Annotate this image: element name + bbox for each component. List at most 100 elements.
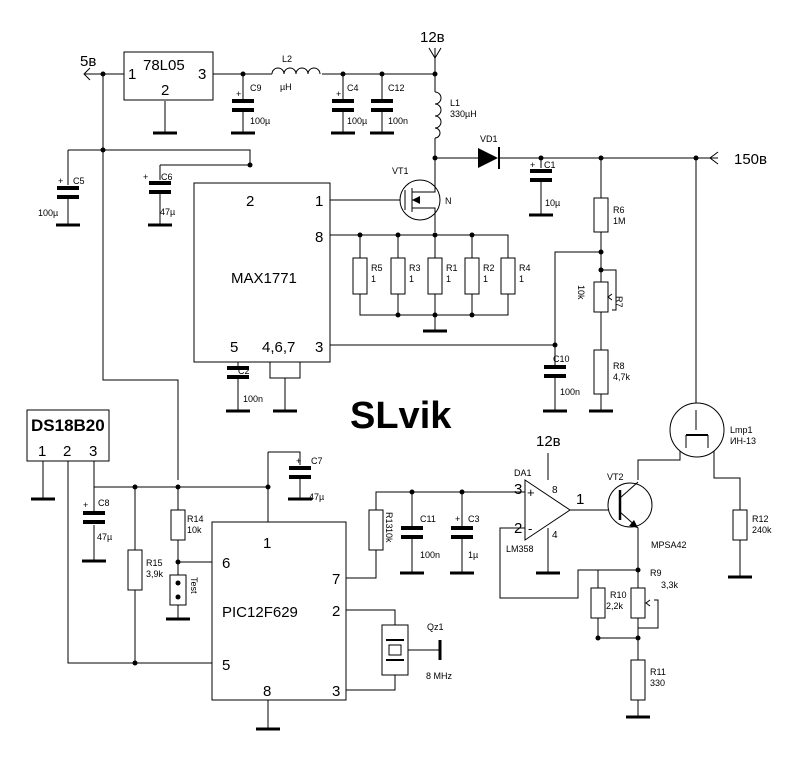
c7-plus: + [296,456,301,466]
regulator-pin-1: 1 [128,66,136,83]
ds18b20-pin-1: 1 [38,443,46,460]
max1771-pin-467: 4,6,7 [262,339,295,356]
mosfet-vt1: VT1 N [392,166,452,222]
pic12f629-pin-8: 8 [263,683,271,700]
resistor-r2: R2 1 [464,257,495,295]
max1771-name: MAX1771 [231,270,297,287]
max1771-pin-5: 5 [230,339,238,356]
vd1-triangle [478,148,498,168]
capacitor-c7: + C7 47µ [289,456,324,502]
opamp-pin-8: 8 [552,485,558,496]
resistor-r15: R15 3,9k [127,549,164,591]
rail-12v-label: 12в [420,29,445,46]
l2-value: µH [280,82,292,92]
resistor-r6: R6 1M [593,197,626,233]
vt2-ref: VT2 [607,472,624,482]
inductor-l2-coil [271,67,321,75]
c5-plus: + [58,176,63,186]
resistor-r12: R12 240k [732,509,772,541]
capacitor-c8: + C8 47µ [83,498,112,542]
title: SLvik [350,395,452,437]
resistor-r5: R5 1 [352,257,383,295]
mcu-pic12f629: PIC12F629 1 6 7 2 5 3 8 [211,521,347,701]
vt1-type: N [445,196,452,206]
r8-ref: R8 [613,361,625,371]
r15-value: 3,9k [146,569,164,579]
pic12f629-body [211,521,347,701]
resistor-r1: R1 1 [427,257,458,295]
capacitor-c11: C11 100n [401,514,440,560]
c3-ref: C3 [468,514,480,524]
r2-value: 1 [483,274,488,284]
test-jumper-body [169,574,187,606]
max1771-pin-3: 3 [315,339,323,356]
ds18b20-body [26,409,110,462]
test-jumper: Test [169,574,199,606]
resistor-r11: R11 330 [630,659,666,701]
pic12f629-pin-3: 3 [332,683,340,700]
ds18b20-name: DS18B20 [31,416,105,435]
transistor-vt2: VT2 MPSA42 [607,472,687,560]
resistor-r4: R4 1 [500,257,531,295]
pic12f629-pin-7: 7 [332,571,340,588]
c8-plus: + [83,500,88,510]
r7-value: 10k [576,285,586,300]
inductor-l2: L2 µH [271,54,321,92]
opamp-pin-3: 3 [514,481,522,498]
c4-plus: + [336,89,341,99]
capacitor-c12: C12 100n [371,83,408,133]
r15-ref: R15 [146,558,163,568]
inductor-l1-coil [434,91,442,139]
c6-ref: C6 [161,172,173,182]
vd1-ref: VD1 [480,134,498,144]
r5-value: 1 [371,274,376,284]
capacitor-c4: + C4 100µ [332,83,367,133]
inductor-l1: L1 330µH [434,91,477,139]
c10-ref: C10 [553,354,570,364]
c8-ref: C8 [98,498,110,508]
r3-value: 1 [409,274,414,284]
c2-ref: C2 [238,366,250,376]
ds18b20-pin-3: 3 [89,443,97,460]
r3-ref: R3 [409,263,421,273]
c12-value: 100n [388,116,408,126]
r6-value: 1M [613,216,626,226]
resistor-r3: R3 1 [390,257,421,295]
r4-ref: R4 [519,263,531,273]
c1-value: 10µ [545,198,560,208]
resistor-r14: R14 10k [170,509,204,541]
opamp-pin-1: 1 [576,491,584,508]
opamp-da1: + - DA1 LM358 3 2 1 8 4 [506,468,584,554]
pic12f629-name: PIC12F629 [222,604,298,621]
junctions [100,71,699,666]
max1771-pin-2: 2 [246,193,254,210]
capacitor-c5: + C5 100µ [38,176,85,225]
r7-ref: R7 [614,296,624,308]
c9-plus: + [236,89,241,99]
resistor-r9: R9 3,3k [630,568,679,619]
opamp-pin-4: 4 [552,530,558,541]
c11-value: 100n [420,550,440,560]
lamp-lmp1: Lmp1 ИН-13 [669,402,756,458]
c4-ref: C4 [347,83,359,93]
wires [42,47,741,728]
capacitor-c1: + C1 10µ [530,160,560,215]
regulator-body [123,51,214,101]
pic12f629-pin-6: 6 [222,555,230,572]
opamp-plus-sign: + [527,485,535,500]
capacitor-c2: C2 100n [227,366,263,404]
vt1-ref: VT1 [392,166,409,176]
sensor-ds18b20: DS18B20 1 2 3 [26,409,110,462]
r11-ref: R11 [650,667,666,677]
c6-plus: + [143,172,148,182]
l1-value: 330µH [450,109,477,119]
opamp-pin-2: 2 [514,520,522,537]
c6-value: 47µ [160,207,175,217]
opamp-triangle [524,479,571,541]
r14-ref: R14 [187,514,204,524]
capacitor-c6: + C6 47µ [143,172,175,225]
pic12f629-pin-2: 2 [332,603,340,620]
c2-value: 100n [243,394,263,404]
c1-plus: + [530,160,535,170]
pic12f629-pin-5: 5 [222,657,230,674]
